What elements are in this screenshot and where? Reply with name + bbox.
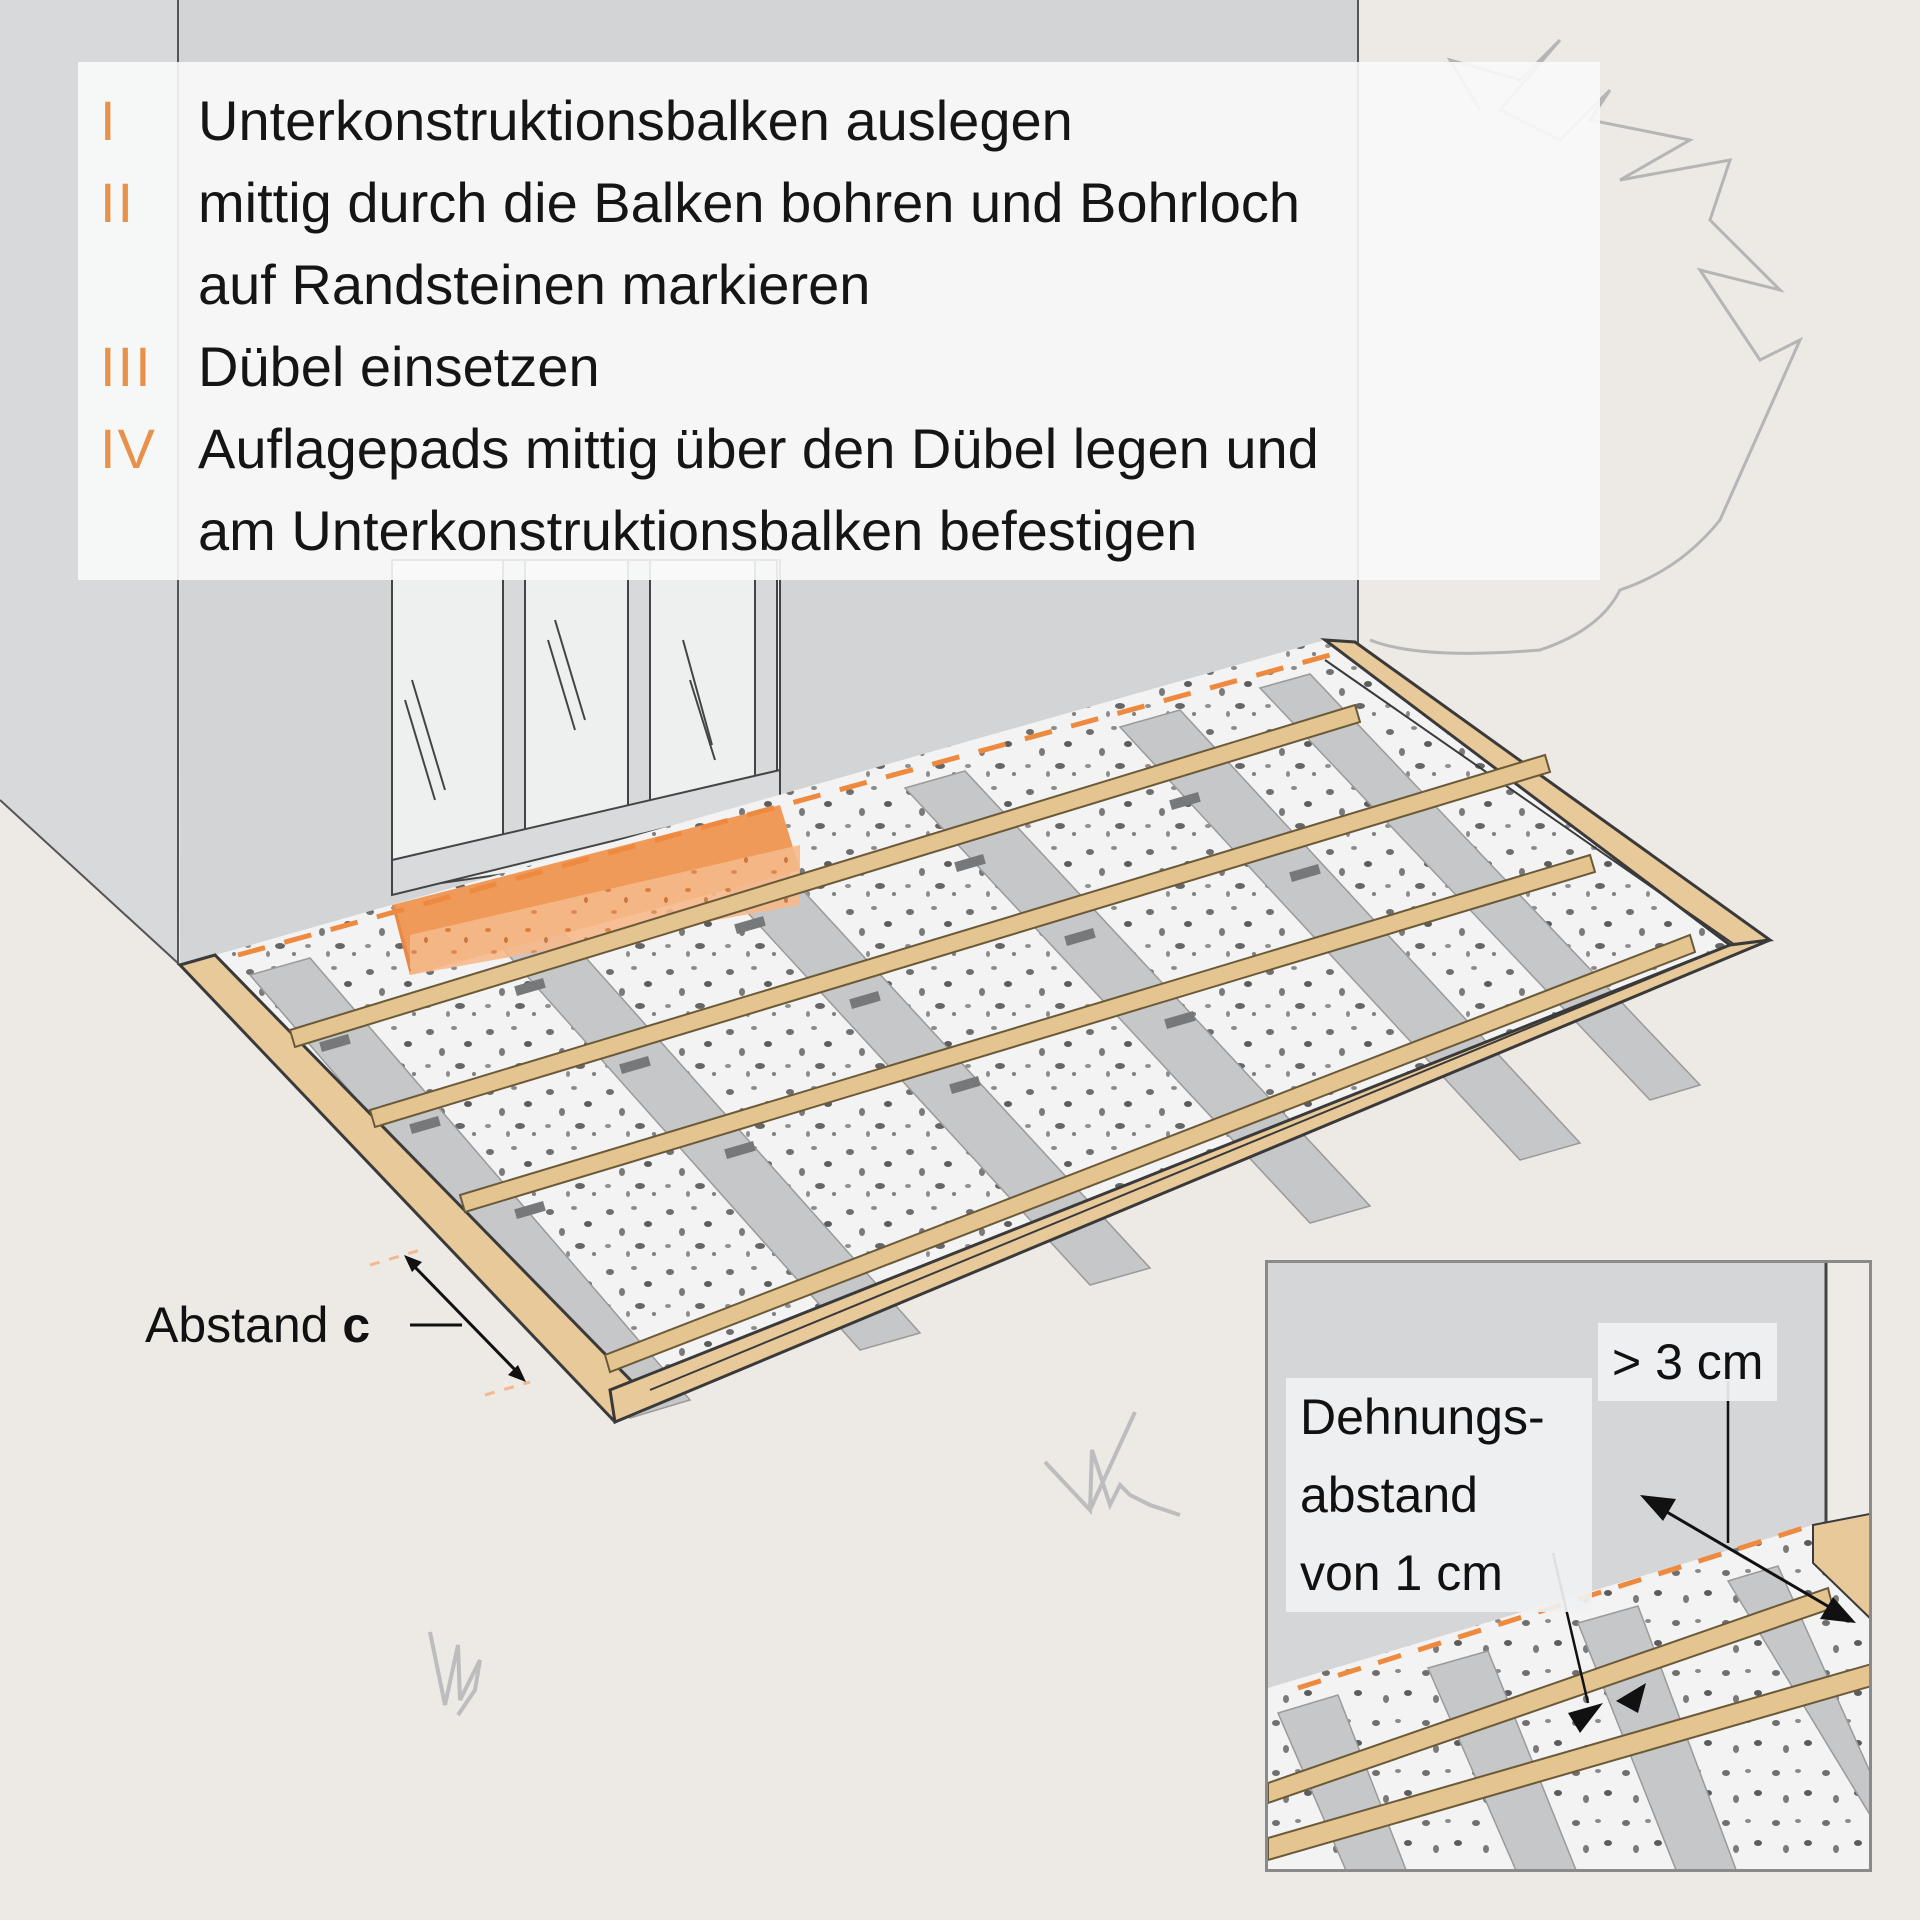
patio-door (391, 559, 781, 897)
grass-sketch (428, 1631, 482, 1717)
joists (288, 703, 1697, 1374)
expansion-gap-label: Dehnungs- abstand von 1 cm (1286, 1378, 1592, 1612)
step-text: Dübel einsetzen (198, 335, 600, 398)
frame-boards (177, 638, 1774, 1425)
step-3: III Dübel einsetzen (78, 326, 1600, 408)
bush-sketch (1369, 38, 1804, 655)
min-distance-label: > 3 cm (1598, 1323, 1778, 1401)
distance-variable: c (342, 1297, 371, 1353)
gravel-bed (180, 640, 1770, 1422)
grass-sketch (1043, 1411, 1181, 1517)
step-text: Unterkonstruktionsbalken auslegen (198, 89, 1073, 152)
instruction-steps-panel: I Unterkonstruktionsbalken auslegen II m… (78, 62, 1600, 580)
distance-c-indicator (369, 1248, 531, 1397)
expansion-gap-line: von 1 cm (1300, 1545, 1503, 1601)
step-numeral: IV (100, 417, 157, 480)
step-numeral: II (100, 171, 136, 234)
expansion-gap-line: abstand (1300, 1467, 1478, 1523)
expansion-gap-line: Dehnungs- (1300, 1389, 1545, 1445)
pads (319, 792, 1321, 1219)
step-2: II mittig durch die Balken bohren und Bo… (78, 162, 1600, 326)
distance-c-label: Abstand c (145, 1295, 370, 1355)
step-numeral: III (100, 335, 153, 398)
step-text: mittig durch die Balken bohren und Bohrl… (198, 171, 1301, 234)
step-text: auf Randsteinen markieren (198, 253, 871, 316)
step-numeral: I (100, 89, 118, 152)
detail-inset: > 3 cm Dehnungs- abstand von 1 cm (1265, 1260, 1872, 1872)
distance-label-text: Abstand (145, 1297, 343, 1353)
step-text: am Unterkonstruktionsbalken befestigen (198, 499, 1198, 562)
step-text: Auflagepads mittig über den Dübel legen … (198, 417, 1319, 480)
step-4: IV Auflagepads mittig über den Dübel leg… (78, 408, 1600, 572)
step-1: I Unterkonstruktionsbalken auslegen (78, 80, 1600, 162)
